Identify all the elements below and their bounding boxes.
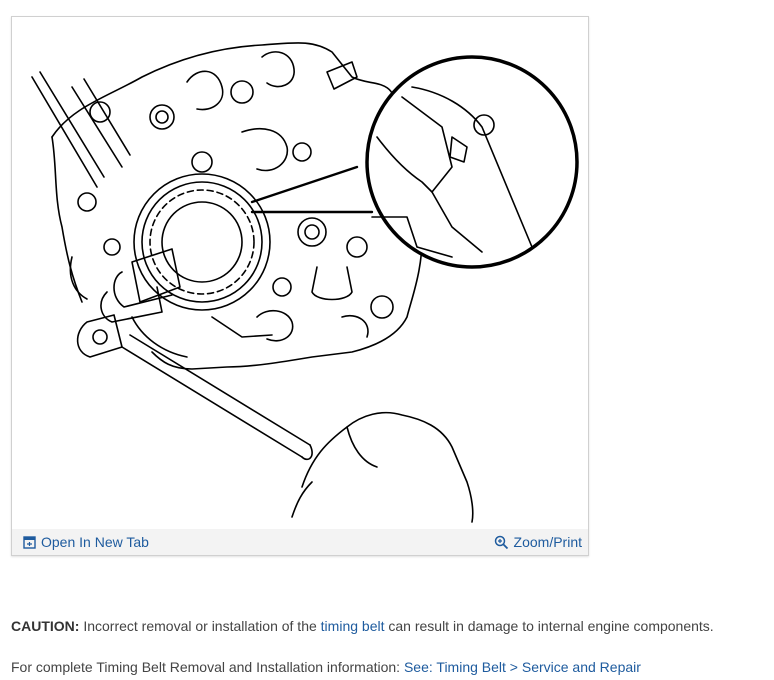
- figure-container: Open In New Tab Zoom/Print: [11, 16, 589, 556]
- zoom-print-label: Zoom/Print: [513, 534, 582, 550]
- timing-sprocket-illustration: [31, 42, 579, 523]
- zoom-icon: [494, 535, 509, 550]
- caution-text-after: can result in damage to internal engine …: [384, 618, 714, 634]
- timing-belt-link[interactable]: timing belt: [320, 618, 385, 634]
- callout-pointer: [250, 165, 374, 214]
- info-text-body: For complete Timing Belt Removal and Ins…: [11, 659, 404, 675]
- figure-toolbar: Open In New Tab Zoom/Print: [12, 529, 588, 555]
- crankshaft-bolt: [131, 248, 181, 303]
- engine-diagram[interactable]: [12, 17, 588, 529]
- hand-outline: [301, 411, 474, 523]
- caution-label: CAUTION:: [11, 618, 80, 634]
- zoom-print-button[interactable]: Zoom/Print: [494, 534, 582, 550]
- crank-sprocket-outer: [133, 173, 271, 311]
- caution-text-before: Incorrect removal or installation of the: [79, 618, 321, 634]
- breaker-bar: [121, 334, 311, 458]
- caution-text: CAUTION: Incorrect removal or installati…: [11, 618, 714, 634]
- info-text: For complete Timing Belt Removal and Ins…: [11, 659, 641, 675]
- service-repair-link[interactable]: See: Timing Belt > Service and Repair: [403, 659, 641, 675]
- open-new-tab-icon: [23, 535, 36, 549]
- open-new-tab-button[interactable]: Open In New Tab: [23, 534, 149, 550]
- open-new-tab-label: Open In New Tab: [41, 534, 149, 550]
